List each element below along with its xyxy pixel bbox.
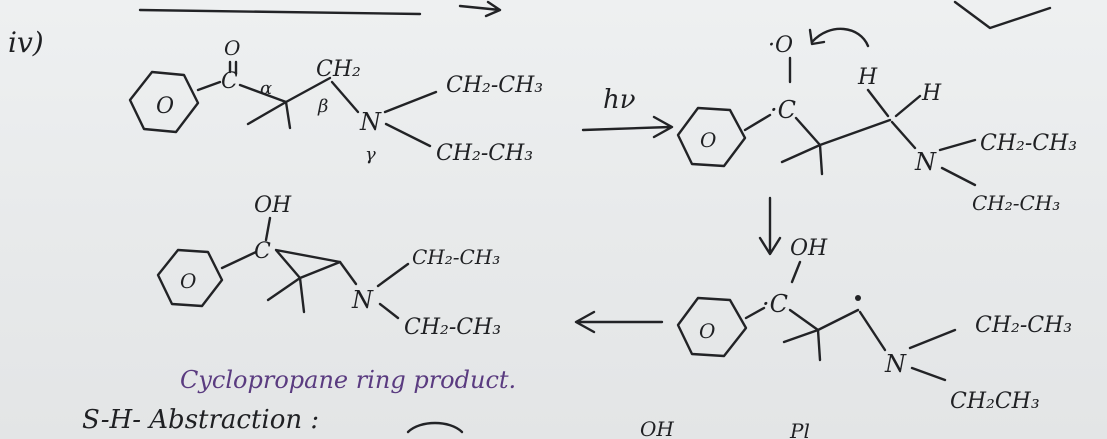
excited-nitrogen: N — [914, 148, 937, 176]
product-dimethyl-bonds — [266, 276, 306, 314]
excited-dimethyl-bonds — [780, 116, 824, 176]
excited-ring-bond — [743, 113, 772, 132]
biradical-radical-dot — [855, 295, 861, 301]
reactant-double-bond — [228, 60, 238, 74]
product-cyclopropane-ring — [274, 248, 342, 280]
biradical-benzene-ring — [676, 296, 748, 358]
biradical-ring-bond — [744, 306, 766, 320]
excited-n-ethyl2-bond — [940, 166, 977, 187]
product-molecule: OH O C N CH₂-CH₃ CH₂-CH₃ — [156, 193, 501, 340]
excited-n-ethyl1-bond — [938, 138, 977, 152]
reactant-ring-bond — [196, 80, 222, 92]
excited-chain-bond — [818, 118, 892, 147]
product-benzene-label: O — [180, 269, 196, 293]
product-nitrogen: N — [351, 286, 374, 314]
product-benzene-ring — [156, 248, 224, 308]
excited-molecule: O ·O ·C H H N CH₂-CH₃ CH₂-CH₃ — [676, 27, 1077, 215]
hv-label: hν — [603, 85, 636, 115]
product-n-ethyl1-bond — [376, 262, 410, 288]
biradical-oh-bond — [790, 260, 802, 284]
reactant-gamma-label: γ — [365, 144, 376, 165]
caption-text: Cyclopropane ring product. — [180, 366, 516, 394]
biradical-nitrogen: N — [884, 350, 907, 378]
biradical-ethyl2: CH₂CH₃ — [950, 389, 1040, 414]
excited-h2: H — [921, 81, 942, 106]
product-n-ethyl2-bond — [378, 302, 400, 320]
product-c-n-bond — [338, 260, 358, 286]
reactant-carbonyl-o: O — [224, 36, 240, 60]
left-arrow — [574, 310, 664, 334]
excited-curved-arrow — [808, 27, 870, 48]
product-carbon: C — [254, 239, 271, 264]
reactant-nitrogen: N — [359, 108, 382, 136]
biradical-carbon: ·C — [762, 290, 788, 318]
biradical-c-n-bond — [858, 310, 887, 352]
top-right-scribble — [953, 0, 1052, 30]
reactant-benzene-ring — [128, 70, 200, 134]
biradical-n-ethyl1-bond — [908, 328, 957, 350]
product-oh: OH — [254, 193, 292, 218]
biradical-ethyl1: CH₂-CH₃ — [975, 313, 1072, 338]
biradical-oh: OH — [790, 236, 828, 261]
excited-benzene-ring — [676, 106, 747, 168]
excited-carbon: ·C — [770, 96, 796, 124]
excited-h1: H — [857, 65, 878, 90]
product-ethyl2: CH₂-CH₃ — [404, 315, 501, 340]
excited-h-bonds — [866, 88, 922, 118]
reactant-benzene-label: O — [156, 94, 174, 119]
product-ethyl1: CH₂-CH₃ — [412, 245, 500, 269]
top-scribble — [138, 0, 502, 18]
abstraction-heading: S-H- Abstraction : — [82, 405, 319, 435]
photolysis-arrow: hν — [581, 85, 674, 139]
excited-ethyl2: CH₂-CH₃ — [972, 191, 1060, 215]
product-ring-bond — [220, 250, 258, 270]
reactant-ethyl2: CH₂-CH₃ — [436, 141, 533, 166]
biradical-dimethyl-bonds — [782, 308, 822, 362]
excited-oxygen: ·O — [768, 33, 793, 58]
biradical-benzene-label: O — [699, 319, 715, 343]
biradical-molecule: OH O ·C N CH₂-CH₃ CH₂CH₃ — [676, 236, 1072, 414]
excited-ethyl1: CH₂-CH₃ — [980, 131, 1077, 156]
roman-numeral-label: iv) — [8, 26, 44, 59]
reactant-alpha-label: α — [260, 78, 272, 99]
hv-arrow — [581, 115, 674, 139]
bottom-pl-fragment: Pl — [789, 419, 810, 439]
excited-benzene-label: O — [700, 128, 716, 152]
reactant-molecule: O C O α CH₂ β N γ CH₂-CH₃ CH₂-CH₃ — [128, 36, 543, 166]
reactant-ch2: CH₂ — [316, 57, 361, 82]
reactant-dimethyl-bonds — [246, 100, 292, 130]
abstraction-scribble — [406, 421, 464, 434]
biradical-chain-bond — [816, 308, 860, 332]
excited-c-n-bond — [890, 120, 917, 150]
reactant-n-ethyl2-bond — [384, 122, 432, 148]
product-oh-bond — [264, 216, 272, 242]
bottom-oh-fragment: OH — [640, 417, 674, 439]
reactant-ch2-n-bond — [330, 80, 360, 114]
reactant-n-ethyl1-bond — [383, 90, 438, 114]
reactant-beta-label: β — [317, 96, 328, 117]
reactant-carbonyl-c: C — [221, 69, 238, 94]
down-arrow — [758, 196, 782, 256]
reactant-ethyl1: CH₂-CH₃ — [446, 73, 543, 98]
reactant-beta-bond — [284, 76, 332, 104]
biradical-n-ethyl2-bond — [910, 366, 947, 382]
reactant-alpha-bond — [238, 83, 288, 104]
